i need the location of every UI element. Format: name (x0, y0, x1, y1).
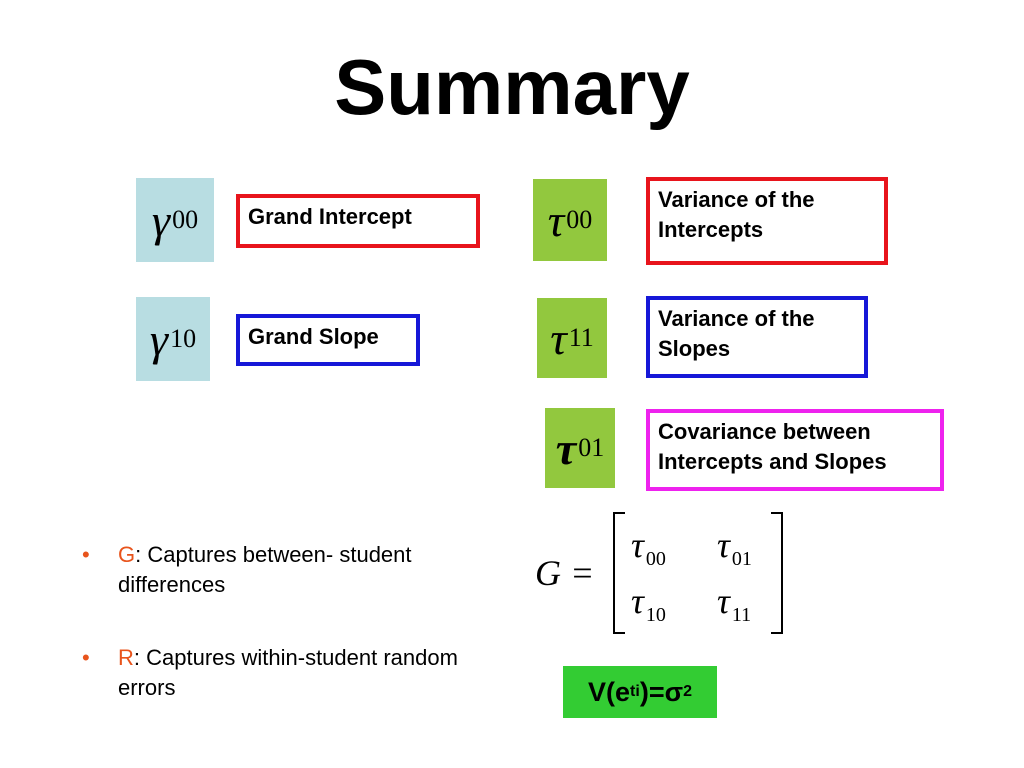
tau-subscript: 01 (578, 433, 605, 462)
variance-intercepts-label: Variance of the Intercepts (646, 177, 888, 265)
variance-slopes-label: Variance of the Slopes (646, 296, 868, 378)
cell-subscript: 10 (645, 604, 666, 626)
gamma-subscript: 00 (172, 205, 199, 234)
gamma-glyph: γ (151, 194, 171, 246)
right-bracket (771, 512, 783, 634)
tau-subscript: 00 (566, 205, 593, 234)
gamma-subscript: 10 (170, 324, 197, 353)
variance-prefix: V(e (588, 676, 631, 707)
tau-glyph: τ (631, 525, 644, 565)
covariance-label: Covariance between Intercepts and Slopes (646, 409, 944, 491)
tau-glyph: τ (550, 312, 567, 364)
tau-subscript: 11 (568, 323, 594, 352)
cell-subscript: 00 (645, 548, 666, 570)
bullet-text: : Captures within-student random errors (118, 645, 458, 701)
bullet-text: : Captures between- student differences (118, 542, 412, 597)
tau-glyph: τ (547, 194, 565, 246)
tau-glyph: τ (555, 422, 577, 474)
bullet-key: G (118, 542, 136, 567)
gamma-glyph: γ (149, 313, 169, 365)
tau-glyph: τ (717, 525, 730, 565)
grand-intercept-label: Grand Intercept (236, 194, 480, 248)
bullet-list: G: Captures between- student differences… (82, 540, 512, 747)
tau-glyph: τ (631, 581, 644, 621)
cell-subscript: 01 (731, 548, 752, 570)
cell-subscript: 11 (731, 604, 752, 626)
bullet-item-g: G: Captures between- student differences (82, 540, 512, 599)
variance-mid: )=σ (639, 676, 684, 707)
grand-slope-label: Grand Slope (236, 314, 420, 366)
slide-title: Summary (334, 43, 690, 131)
matrix-lhs: G = (535, 553, 595, 593)
variance-superscript: 2 (683, 683, 692, 700)
bullet-item-r: R: Captures within-student random errors (82, 643, 512, 702)
bullet-key: R (118, 645, 134, 671)
variance-subscript: ti (630, 683, 640, 700)
left-bracket (613, 512, 625, 634)
tau-glyph: τ (717, 581, 730, 621)
